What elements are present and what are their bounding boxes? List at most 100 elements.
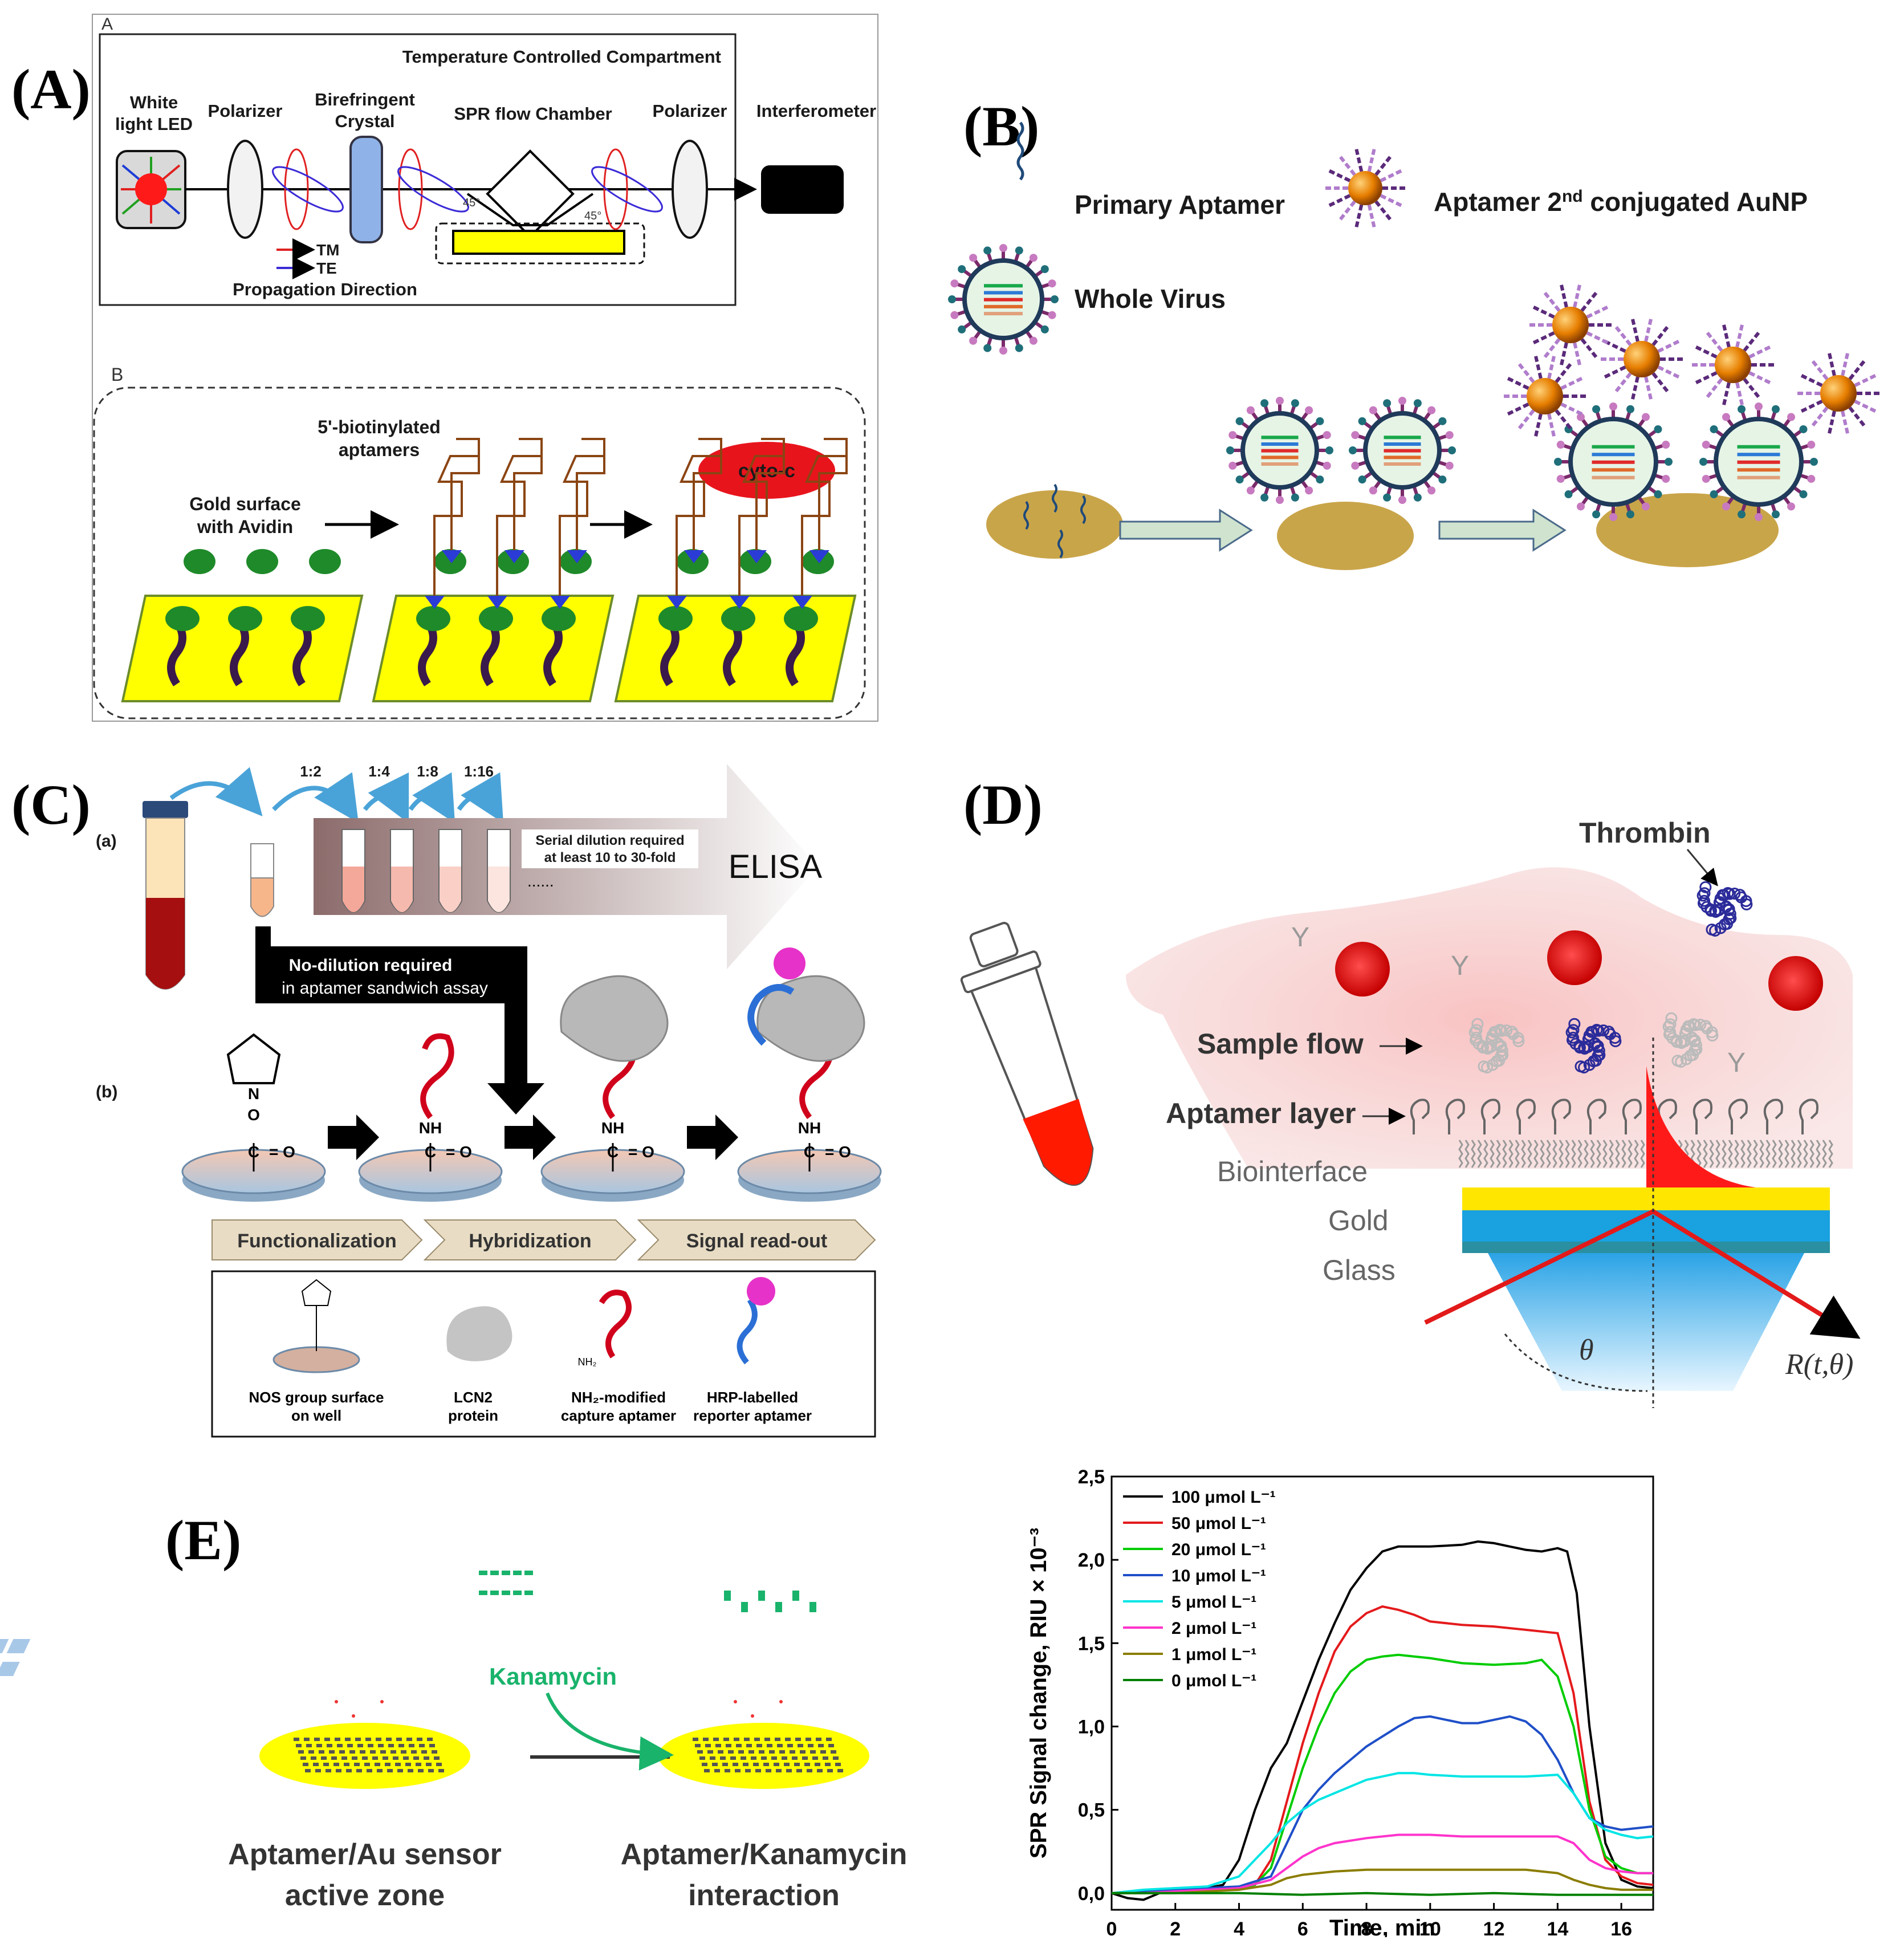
aptamer-strand — [1809, 358, 1829, 380]
sensor-grid-cell — [354, 1763, 360, 1766]
avidin-protein — [291, 606, 325, 631]
te-label: TE — [316, 259, 337, 277]
spike-tip — [1799, 425, 1808, 433]
sensor-grid-cell — [828, 1744, 834, 1747]
sensor-grid-cell — [417, 1738, 422, 1741]
sensor-grid-cell — [818, 1744, 824, 1747]
molecule-coil — [1565, 1026, 1578, 1039]
spike-tip — [1246, 406, 1255, 414]
aunp-legend-icon — [1324, 148, 1406, 229]
sensor-grid-cell — [376, 1738, 381, 1741]
chem-carbon: C — [804, 1143, 815, 1161]
biotin-label-1: 5'-biotinylated — [318, 417, 441, 437]
sensor-grid-cell — [387, 1769, 393, 1772]
wave-ellipse — [397, 166, 469, 213]
spike-tip — [1556, 474, 1565, 483]
aptamer-strand — [559, 455, 604, 596]
step-chevron — [423, 1219, 637, 1260]
sensor-grid-cell — [405, 1763, 411, 1766]
sensor-grid-cell — [741, 1756, 746, 1760]
sensor-grid-cell — [365, 1738, 371, 1741]
aptamer-strand — [1338, 154, 1356, 176]
sensor-grid-cell — [421, 1750, 427, 1754]
sensor-grid-cell — [710, 1756, 715, 1760]
process-arrow — [687, 1115, 738, 1160]
sensor-grid-cell — [418, 1769, 424, 1772]
aptamer-loop — [1551, 1099, 1571, 1134]
chart-y-label: SPR Signal change, RIU × 10⁻³ — [1026, 1528, 1051, 1858]
legend-succinimide — [301, 1279, 332, 1306]
spike-tip — [1654, 490, 1662, 499]
legend-entry: 50 μmol L⁻¹ — [1171, 1514, 1266, 1533]
aptamer-strand — [801, 455, 847, 596]
aptamer-strand — [1651, 324, 1671, 346]
aptamer-strand — [1613, 324, 1632, 346]
crystal-label-1: Birefringent — [315, 90, 415, 109]
spike-tip — [1654, 425, 1662, 433]
x-tick-label: 14 — [1547, 1918, 1568, 1937]
angle-label-1: 45° — [463, 197, 480, 209]
conjugated-aunp-label: Aptamer 2nd conjugated AuNP — [1434, 187, 1808, 217]
reflected-beam — [1651, 1209, 1861, 1339]
aptamer-strand — [1743, 330, 1762, 352]
sensor-grid-cell — [718, 1750, 723, 1754]
serial-dilution-line-2: at least 10 to 30-fold — [544, 850, 676, 865]
x-tick-label: 10 — [1419, 1918, 1441, 1937]
sensor-grid-cell — [761, 1756, 767, 1760]
aptamer-loop — [1516, 1099, 1536, 1134]
spike-tip — [1609, 402, 1617, 410]
spike-tip — [1235, 417, 1244, 425]
capture-aptamer — [420, 1033, 454, 1119]
sensor-grid-cell — [695, 1744, 701, 1747]
sensor-grid-cell — [812, 1756, 818, 1760]
spike-tip — [1323, 431, 1331, 440]
molecule-coil — [1679, 1027, 1692, 1039]
spike-tip — [1626, 405, 1634, 413]
spike-tip — [958, 265, 966, 274]
sensor-grid-cell — [703, 1738, 709, 1741]
wave-ellipse — [603, 148, 628, 230]
sensor-grid-cell — [775, 1738, 780, 1741]
prism-glass — [1488, 1253, 1804, 1391]
aptamer-strand — [1748, 344, 1773, 359]
gold-label: Gold — [1328, 1205, 1389, 1237]
sensor-grid-cell — [323, 1763, 329, 1766]
molecule-coil — [1671, 1055, 1684, 1067]
sensor-grid-cell — [782, 1756, 787, 1760]
spike-tip — [1807, 441, 1816, 449]
sensor-grid-cell — [784, 1763, 790, 1766]
aptamer-layer-label: Aptamer layer — [1166, 1097, 1356, 1129]
gold-chip — [986, 490, 1123, 559]
aptamer-strand — [1580, 290, 1600, 312]
kanamycin-molecule — [513, 1591, 522, 1595]
propagation-label: Propagation Direction — [233, 279, 417, 299]
marker-dot — [734, 1700, 737, 1703]
spike-tip — [1755, 513, 1763, 521]
wave-ellipse — [591, 166, 663, 213]
aunp-icon — [1527, 282, 1614, 368]
row-a-label: (a) — [96, 832, 117, 851]
sensor-grid-cell — [738, 1750, 744, 1754]
aptamer-strand — [755, 438, 785, 550]
molecule-coil — [1573, 1040, 1586, 1052]
aptamer-strand — [818, 438, 848, 550]
aptamer-strand — [1704, 378, 1723, 400]
sensor-grid-cell — [386, 1738, 392, 1741]
prism-beam-path — [466, 193, 594, 226]
legend-entry: 10 μmol L⁻¹ — [1171, 1567, 1266, 1585]
spike-tip — [969, 254, 978, 262]
kanamycin-binding-arrow — [546, 1692, 674, 1771]
kanamycin-molecule — [524, 1571, 533, 1575]
legend-hrp-icon — [747, 1277, 775, 1305]
kanamycin-molecule — [775, 1602, 782, 1612]
sensor-grid-cell — [802, 1756, 808, 1760]
sensor-grid-cell — [735, 1769, 741, 1772]
y-tick-label: 1,5 — [1078, 1633, 1105, 1654]
avidin-protein — [309, 549, 341, 574]
dilution-liquid — [343, 867, 364, 912]
sensor-grid-cell — [345, 1738, 351, 1741]
kanamycin-molecule — [741, 1602, 748, 1612]
biotin-tag — [747, 550, 767, 563]
